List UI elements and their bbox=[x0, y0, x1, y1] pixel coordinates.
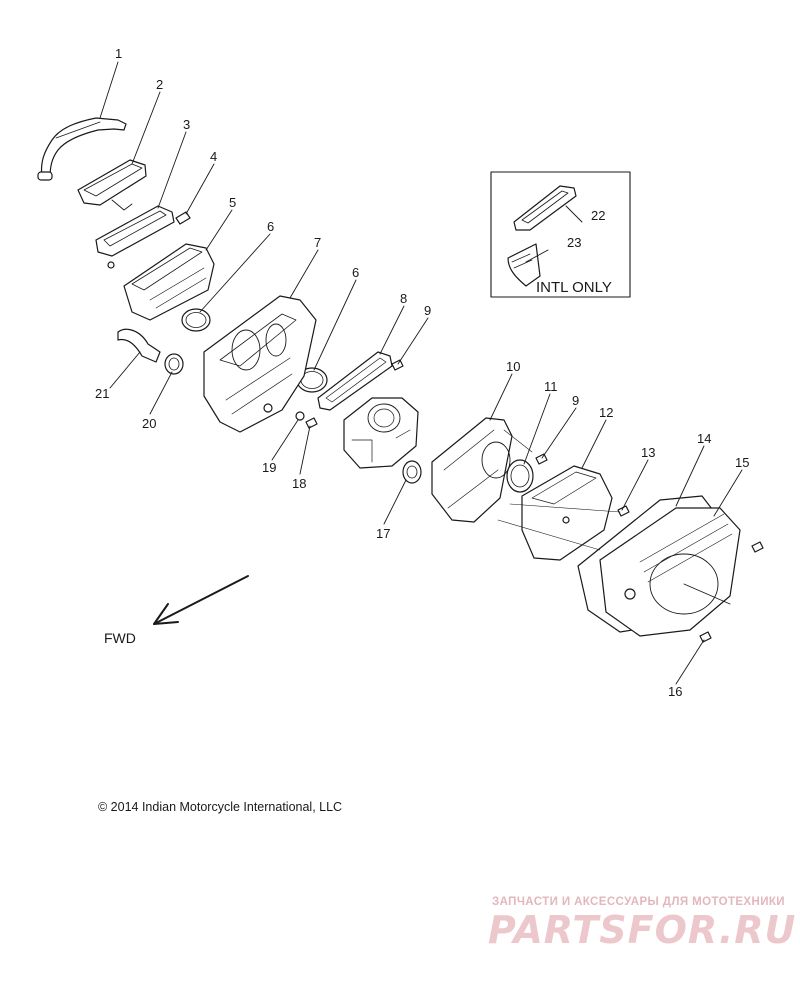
callout-18: 18 bbox=[292, 476, 306, 491]
callout-13: 13 bbox=[641, 445, 655, 460]
callout-22: 22 bbox=[591, 208, 605, 223]
part-18-screw bbox=[305, 417, 318, 429]
callout-3: 3 bbox=[183, 117, 190, 132]
inset-caption: INTL ONLY bbox=[536, 279, 612, 296]
part-6-o-ring bbox=[181, 308, 211, 332]
part-23-label-decal bbox=[507, 243, 541, 287]
callout-4: 4 bbox=[210, 149, 217, 164]
part-17-seal bbox=[402, 460, 422, 484]
part-19-washer bbox=[295, 411, 305, 421]
callout-2: 2 bbox=[156, 77, 163, 92]
part-4-bolt bbox=[175, 211, 191, 225]
part-11-o-ring bbox=[506, 459, 534, 493]
callout-21: 21 bbox=[95, 386, 109, 401]
callout-6: 6 bbox=[267, 219, 274, 234]
assembly-lines bbox=[497, 429, 621, 551]
leader-lines bbox=[99, 61, 743, 685]
part-10-housing bbox=[431, 417, 513, 523]
watermark-logo: PARTSFOR.RU bbox=[488, 908, 797, 952]
part-12-gasket-plate bbox=[521, 465, 613, 561]
part-20-grommet bbox=[164, 353, 184, 375]
callout-20: 20 bbox=[142, 416, 156, 431]
callout-12: 12 bbox=[599, 405, 613, 420]
fwd-label: FWD bbox=[104, 630, 136, 646]
watermark-tagline: ЗАПЧАСТИ И АКСЕССУАРЫ ДЛЯ МОТОТЕХНИКИ bbox=[492, 896, 785, 908]
callout-16: 16 bbox=[668, 684, 682, 699]
callout-19: 19 bbox=[262, 460, 276, 475]
callout-9-second: 9 bbox=[572, 393, 579, 408]
part-15-outer-cover bbox=[599, 507, 741, 637]
part-8-bracket bbox=[317, 351, 393, 411]
part-5-air-filter-element bbox=[123, 243, 215, 321]
part-7-air-box bbox=[203, 295, 317, 433]
cover-screw bbox=[751, 541, 764, 553]
part-22-gasket bbox=[513, 185, 577, 231]
callout-1: 1 bbox=[115, 46, 122, 61]
callout-6-second: 6 bbox=[352, 265, 359, 280]
callout-10: 10 bbox=[506, 359, 520, 374]
callout-15: 15 bbox=[735, 455, 749, 470]
intl-only-inset bbox=[490, 171, 631, 298]
callout-5: 5 bbox=[229, 195, 236, 210]
throttle-body bbox=[343, 397, 419, 469]
part-3-gasket bbox=[95, 205, 175, 269]
callout-9: 9 bbox=[424, 303, 431, 318]
forward-direction-arrow bbox=[153, 575, 249, 625]
callout-14: 14 bbox=[697, 431, 711, 446]
callout-8: 8 bbox=[400, 291, 407, 306]
part-9-screw-second bbox=[535, 453, 548, 465]
callout-17: 17 bbox=[376, 526, 390, 541]
callout-7: 7 bbox=[314, 235, 321, 250]
part-9-screw bbox=[391, 359, 404, 371]
part-2-filter-cover bbox=[77, 159, 147, 211]
copyright-notice: © 2014 Indian Motorcycle International, … bbox=[98, 800, 343, 814]
callout-23: 23 bbox=[567, 235, 581, 250]
callout-11: 11 bbox=[544, 379, 558, 394]
part-21-hose bbox=[117, 328, 161, 363]
part-1-breather-hose bbox=[37, 117, 127, 181]
part-16-screw bbox=[699, 631, 712, 643]
